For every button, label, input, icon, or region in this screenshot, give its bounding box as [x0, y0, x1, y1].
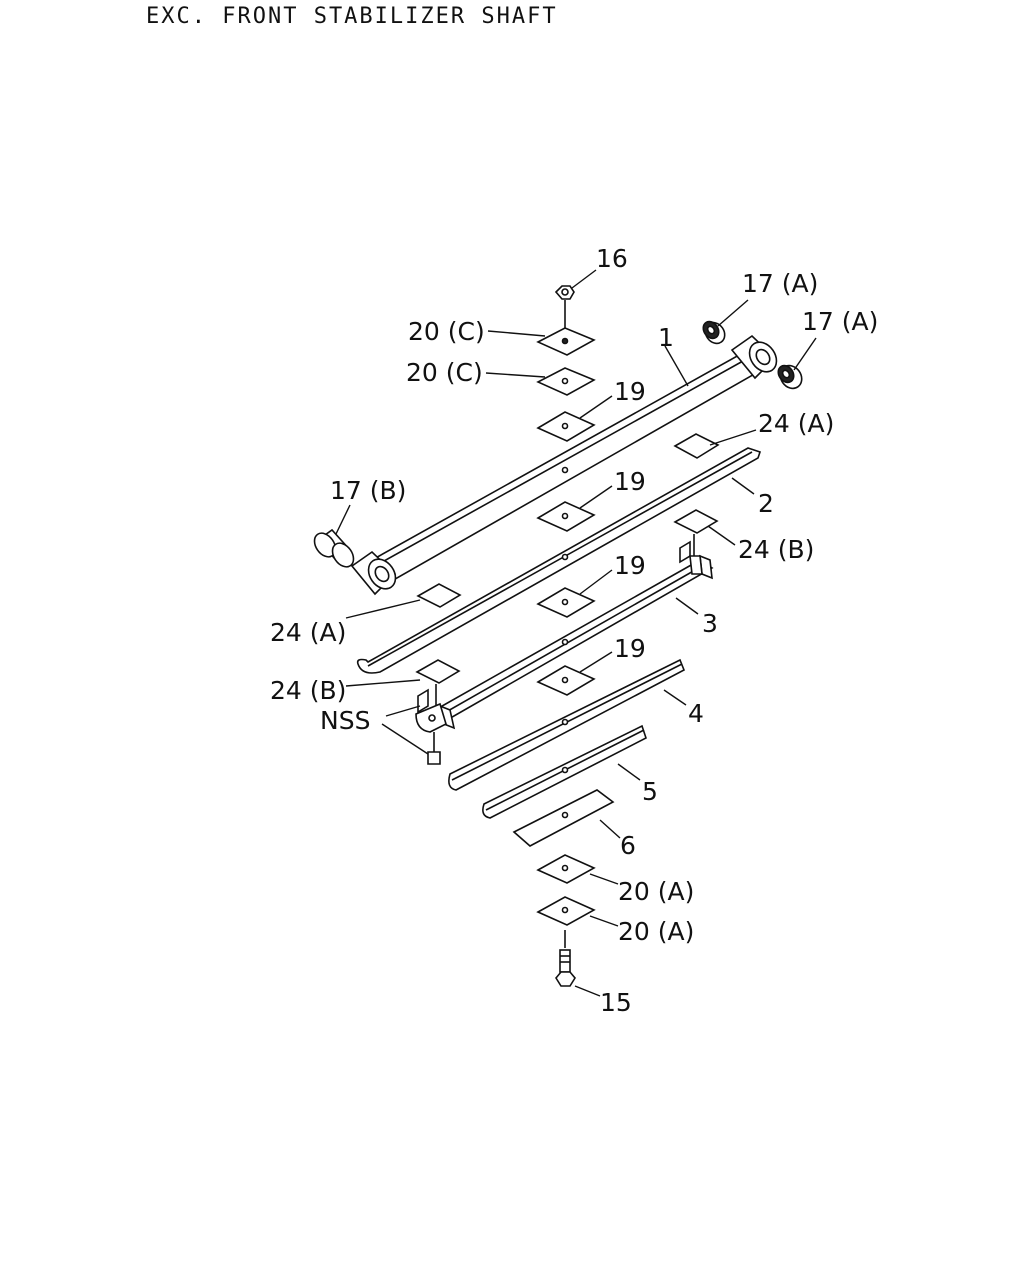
- callout-24b-front: 24 (B): [738, 535, 814, 564]
- leaf-3: [426, 559, 714, 725]
- callout-nss: NSS: [320, 706, 370, 735]
- callout-19-1: 19: [614, 377, 646, 406]
- plate-20c-lower: [536, 367, 596, 396]
- diagram-title: EXC. FRONT STABILIZER SHAFT: [146, 4, 558, 29]
- callout-20c-upper: 20 (C): [408, 317, 485, 346]
- callout-24b-rear: 24 (B): [270, 676, 346, 705]
- callout-4: 4: [688, 699, 704, 728]
- clip-rear: [415, 688, 456, 733]
- callout-20c-lower: 20 (C): [406, 358, 483, 387]
- plate-20a-upper: [536, 854, 596, 884]
- callout-2: 2: [758, 489, 774, 518]
- spring-eye-front: [730, 334, 778, 380]
- leaf-4: [448, 658, 686, 791]
- callout-5: 5: [642, 777, 658, 806]
- clip-front: [679, 540, 713, 580]
- bushing-17a-lower: [777, 364, 803, 390]
- pad-24a-rear: [416, 583, 462, 608]
- callout-24a-rear: 24 (A): [270, 618, 346, 647]
- callout-6: 6: [620, 831, 636, 860]
- leader-lines: [335, 269, 817, 997]
- spacer-19-4: [536, 665, 596, 696]
- bolt-nss: [427, 732, 441, 765]
- callout-17a-upper: 17 (A): [742, 269, 818, 298]
- bushing-17b: [313, 528, 355, 568]
- callout-16: 16: [596, 244, 628, 273]
- callout-15: 15: [600, 988, 632, 1017]
- spacer-19-1: [536, 411, 596, 442]
- callout-19-2: 19: [614, 467, 646, 496]
- callout-3: 3: [702, 609, 718, 638]
- spring-eye-rear: [350, 550, 397, 596]
- leaf-2: [356, 447, 762, 674]
- callout-20a-lower: 20 (A): [618, 917, 694, 946]
- callout-17a-lower: 17 (A): [802, 307, 878, 336]
- pad-24b-rear: [415, 659, 461, 708]
- leaf-5: [482, 724, 647, 819]
- spacer-19-3: [536, 587, 596, 618]
- callout-19-4: 19: [614, 634, 646, 663]
- callout-24a-front: 24 (A): [758, 409, 834, 438]
- callout-1: 1: [658, 323, 674, 352]
- plate-20a-lower: [536, 896, 596, 926]
- plate-20c-upper: [536, 327, 596, 356]
- bushing-17a-upper: [702, 320, 726, 345]
- callout-17b: 17 (B): [330, 476, 406, 505]
- bolt-15: [555, 930, 576, 987]
- leaf-6: [512, 789, 615, 847]
- callout-19-3: 19: [614, 551, 646, 580]
- pad-24a-front: [673, 433, 720, 459]
- callout-20a-upper: 20 (A): [618, 877, 694, 906]
- spacer-19-2: [536, 501, 596, 532]
